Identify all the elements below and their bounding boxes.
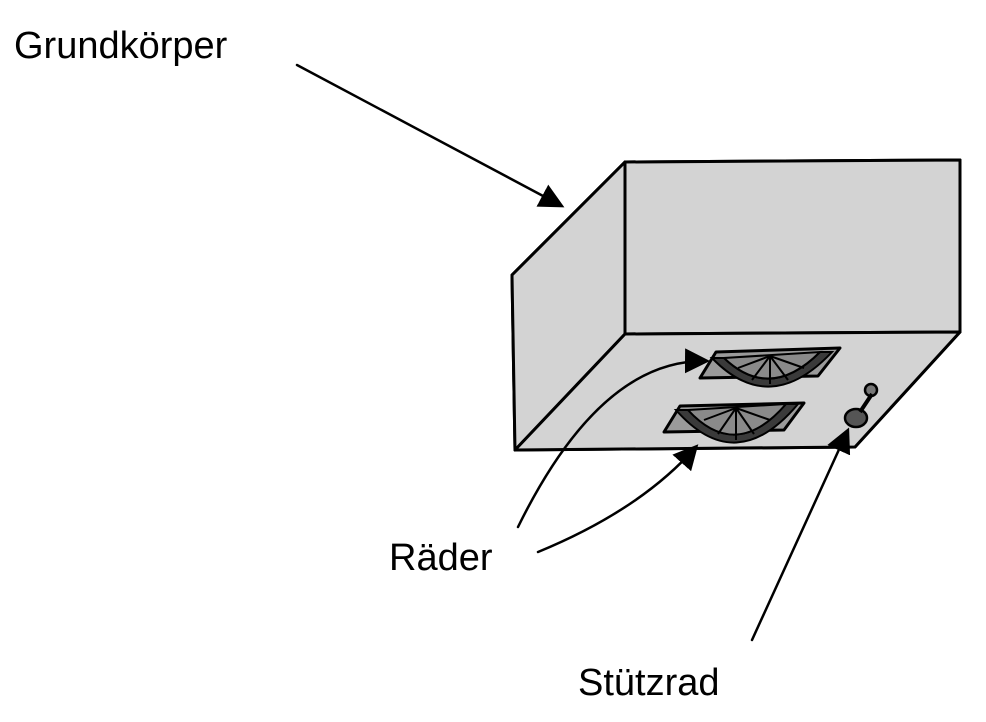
wheel-upper-spokes <box>737 355 805 384</box>
wheel-lower-spokes <box>703 407 771 440</box>
arrow-body <box>295 63 565 208</box>
caster-wheel-base <box>843 407 869 429</box>
label-caster: Stützrad <box>578 662 720 704</box>
wheel-upper-rim <box>721 350 823 380</box>
wheel-lower <box>662 401 806 444</box>
arrow-wheel-lower <box>536 444 699 554</box>
label-body: Grundkörper <box>14 25 228 67</box>
base-body-front-face <box>623 158 962 336</box>
label-wheels: Räder <box>389 537 493 579</box>
arrow-caster <box>750 427 851 642</box>
caster-wheel-fork <box>858 392 874 414</box>
arrow-wheel-upper <box>516 348 710 529</box>
caster-wheel <box>843 382 879 429</box>
arrows <box>295 63 851 642</box>
